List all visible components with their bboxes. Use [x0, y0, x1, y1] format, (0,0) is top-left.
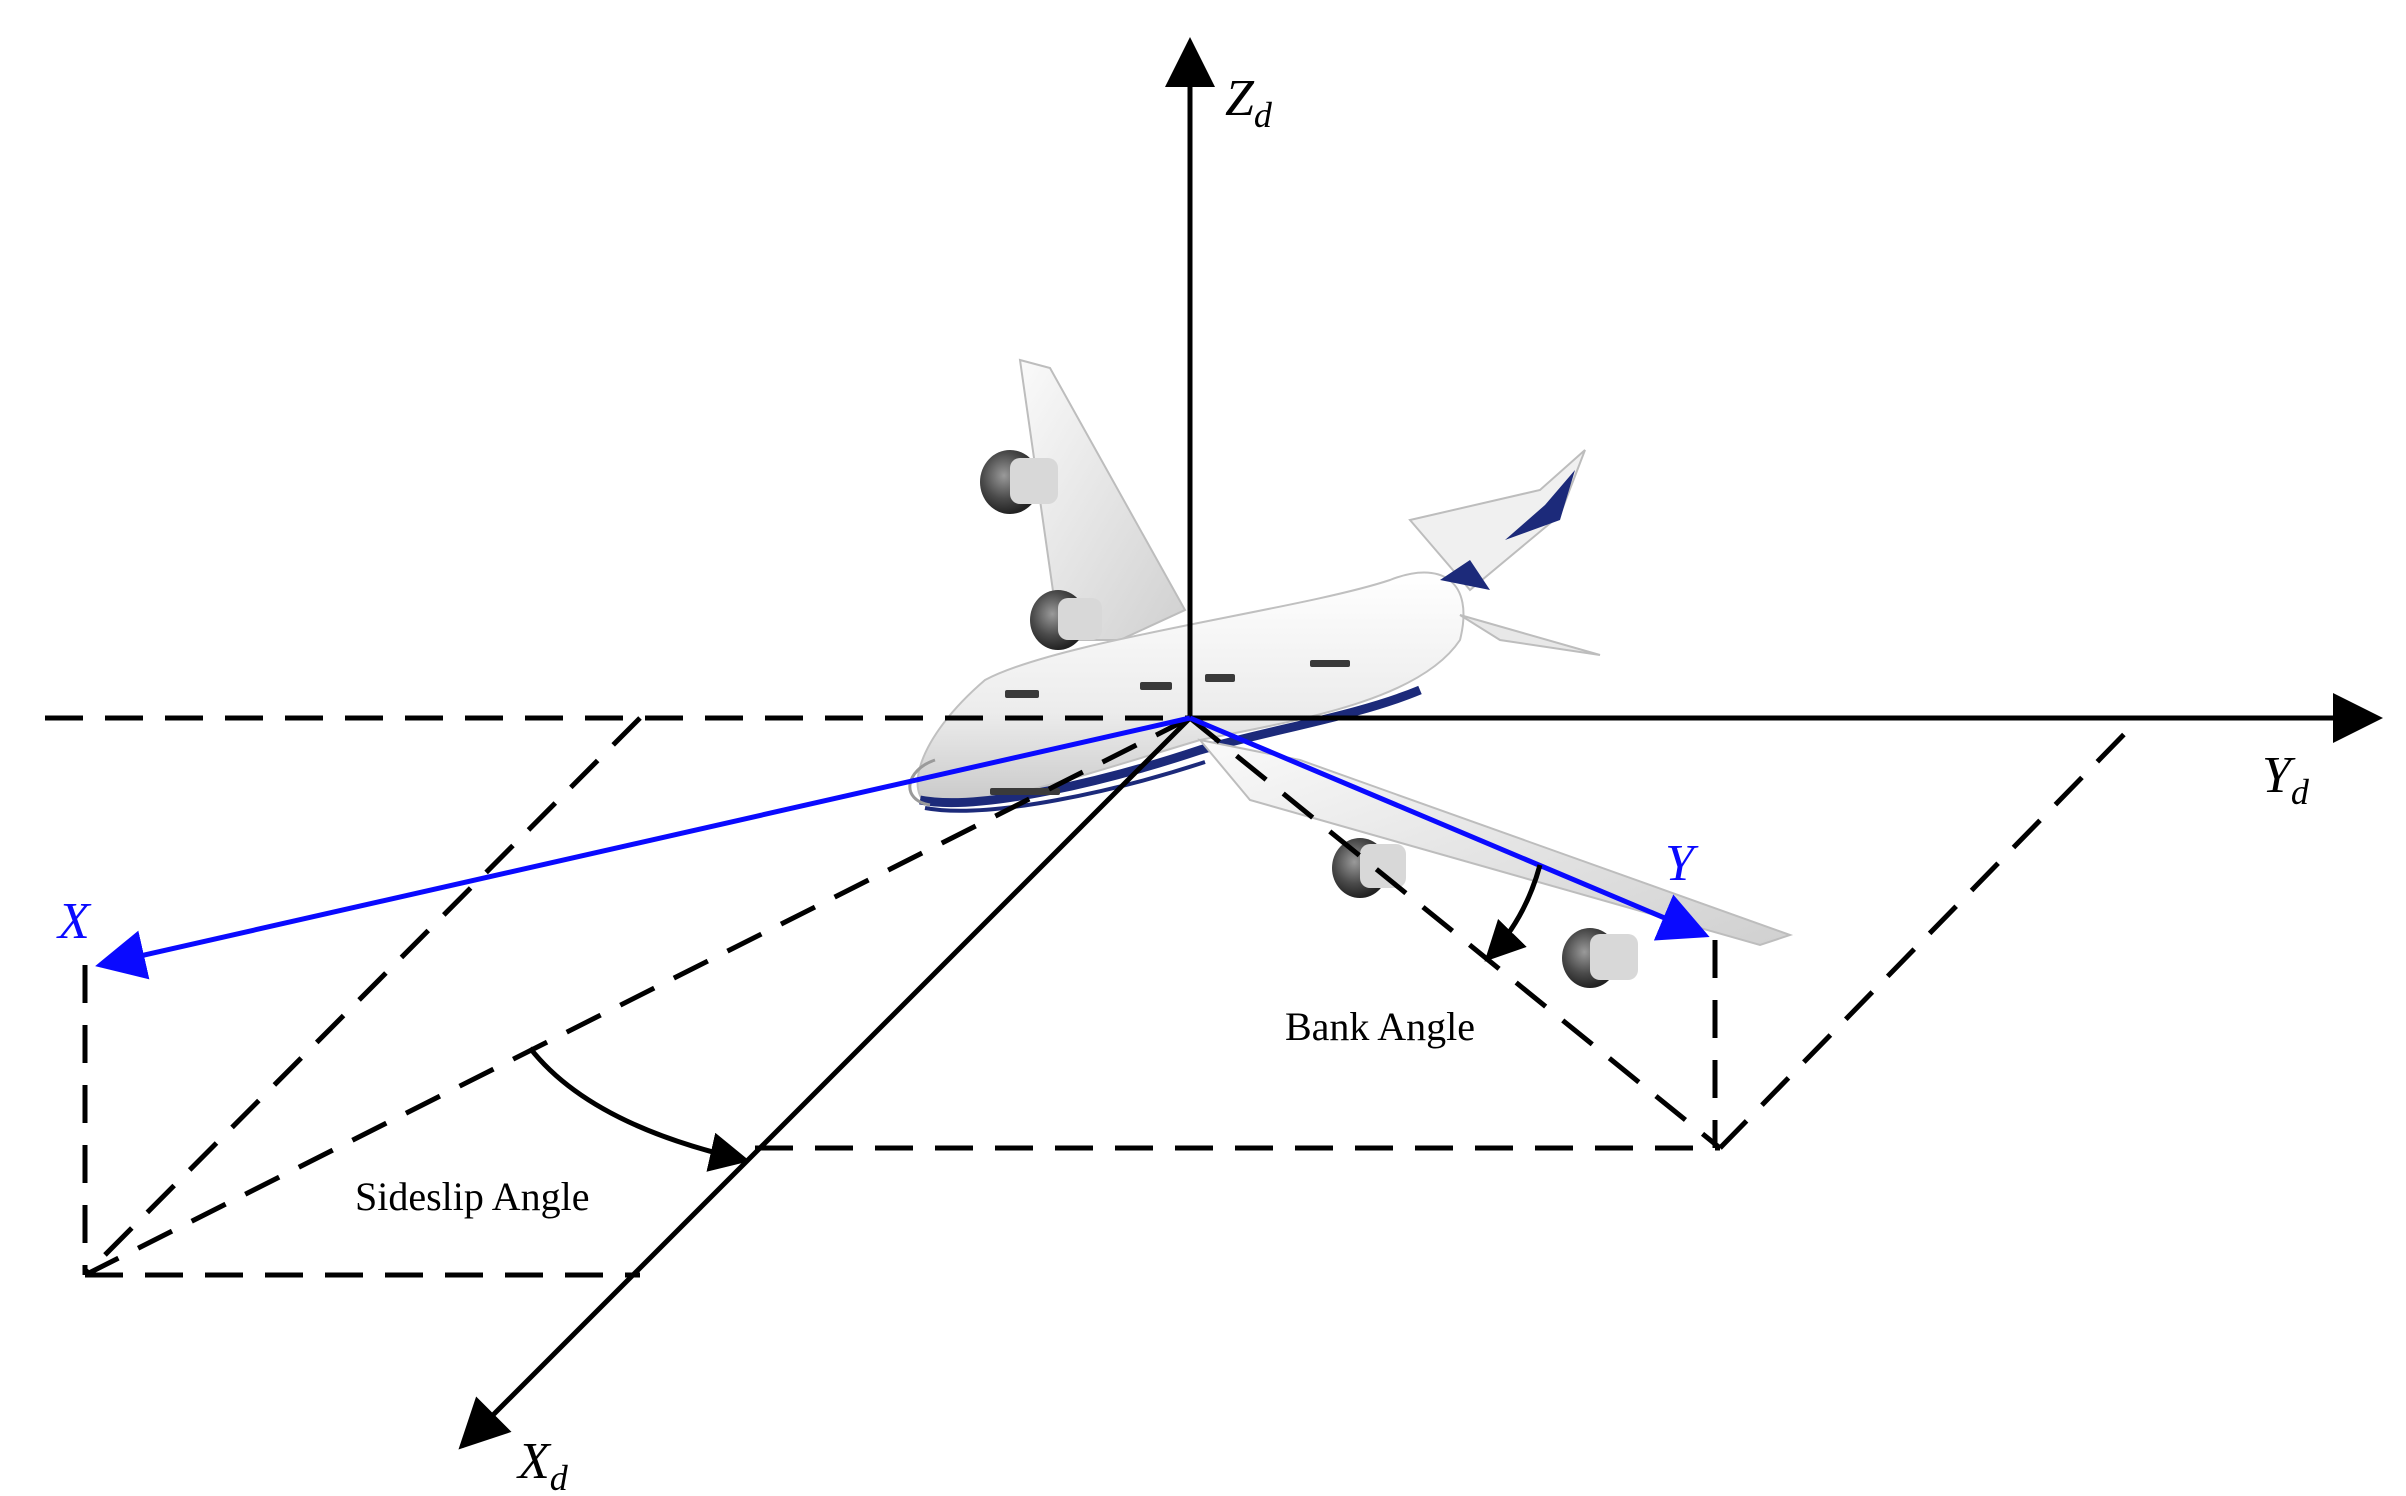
angle-arcs — [528, 864, 1543, 1172]
xd-axis — [458, 716, 1192, 1450]
bank-angle-arc — [1484, 864, 1543, 962]
x-body-axis — [95, 715, 1191, 980]
sideslip-angle-label: Sideslip Angle — [355, 1174, 589, 1219]
earth-axes — [458, 37, 2383, 1450]
dashed-horizontal-plane-left — [83, 716, 642, 1277]
dashed-bank-ray — [1188, 716, 1722, 1150]
dashed-construction-lines — [45, 715, 2142, 1278]
y-body-axis — [1189, 715, 1710, 941]
zd-axis-label: Zd — [1225, 70, 1273, 135]
xd-axis-label: Xd — [516, 1433, 569, 1496]
sideslip-angle-arc — [528, 1046, 750, 1172]
yd-axis-label: Yd — [2262, 747, 2310, 812]
dashed-sideslip-ray — [83, 715, 1192, 1278]
y-body-axis-label: Y — [1665, 835, 1699, 892]
body-axes — [95, 715, 1710, 980]
dashed-horizontal-plane-right — [1718, 716, 2142, 1150]
aircraft-icon — [908, 358, 1794, 988]
x-body-axis-label: X — [56, 893, 92, 950]
bank-angle-label: Bank Angle — [1285, 1004, 1475, 1049]
